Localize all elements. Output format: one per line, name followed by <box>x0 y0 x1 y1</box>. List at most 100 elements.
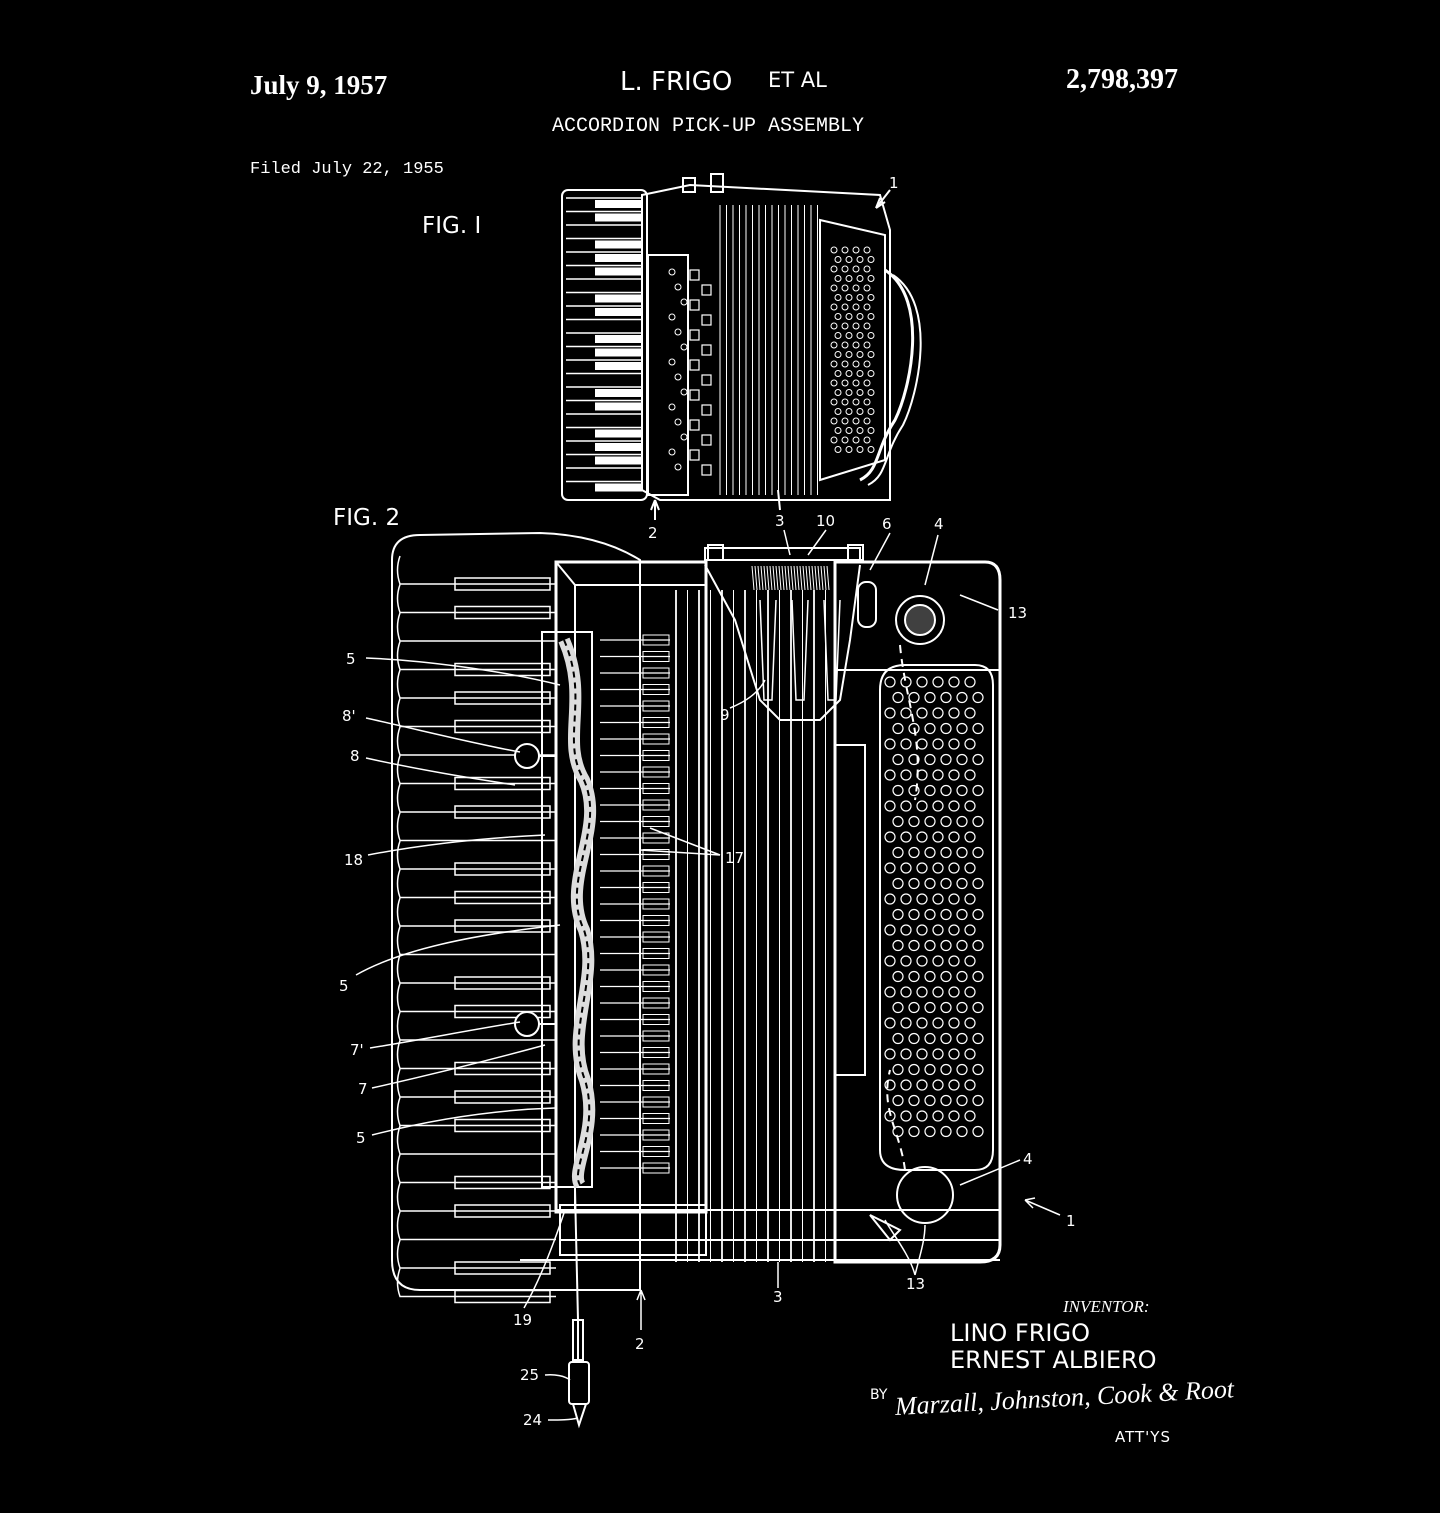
fig1-bass-button <box>856 256 864 263</box>
fig2-bass-button <box>948 955 960 967</box>
fig2-bass-button <box>900 1048 912 1060</box>
fig1-black-key <box>595 240 643 249</box>
fig2-lever-pad <box>642 816 670 827</box>
fig2-bass-button <box>932 831 944 843</box>
fig2-coil-winding <box>823 565 827 591</box>
fig2-bass-button <box>956 722 968 735</box>
fig2-lever-pad <box>642 1162 670 1174</box>
fig2-bass-button <box>892 1032 904 1045</box>
fig2-bass-button <box>924 970 936 983</box>
fig2-bass-button <box>884 831 896 843</box>
fig2-bass-button <box>964 676 976 688</box>
fig2-bass-button <box>924 846 936 859</box>
fig2-coil-winding <box>772 565 776 591</box>
fig1-black-key <box>595 254 643 262</box>
ref-label: 5 <box>339 977 349 995</box>
fig2-bass-button <box>972 877 984 890</box>
fig2-white-key <box>396 555 556 585</box>
fig1-register-button <box>701 284 712 296</box>
fig2-bass-button <box>932 1079 944 1091</box>
fig2-bass-button <box>892 939 904 952</box>
fig2-black-key <box>454 691 551 705</box>
fig1-register-button <box>701 464 712 476</box>
fig1-bass-button <box>841 436 849 444</box>
fig1-bass-button <box>863 284 871 292</box>
fig2-lever-pad <box>642 783 670 794</box>
fig1-bass-button <box>856 313 864 320</box>
fig2-white-key <box>396 1011 556 1041</box>
fig2-bass-button <box>972 1094 984 1107</box>
fig1-bass-button <box>852 303 860 311</box>
fig2-white-key <box>396 669 556 699</box>
fig2-bass-button <box>972 970 984 983</box>
fig2-bass-button <box>916 1110 928 1122</box>
ref-label: 2 <box>648 524 658 542</box>
fig2-coil-winding <box>775 565 779 591</box>
fig2-bass-button <box>884 862 896 874</box>
fig2-bass-button <box>964 769 976 781</box>
fig2-coil-winding <box>817 565 821 591</box>
fig1-bass-button <box>867 427 875 434</box>
fig1-black-key <box>595 200 643 208</box>
fig2-lever-pad <box>642 667 670 679</box>
fig1-bass-button <box>841 360 849 368</box>
fig2-black-key <box>454 719 551 734</box>
fig1-black-key <box>595 294 643 303</box>
fig2-white-key <box>396 755 556 785</box>
ref-label: 1 <box>1066 1212 1076 1230</box>
fig2-bellows <box>675 590 826 1262</box>
fig2-coil-winding <box>802 565 806 591</box>
fig2-white-key <box>396 983 556 1013</box>
fig1-bass-button <box>867 294 875 301</box>
fig1-register-dot <box>680 433 688 441</box>
fig2-coil-winding <box>820 565 824 591</box>
fig2-bass-button <box>972 908 984 921</box>
fig2-bass-button <box>908 908 920 921</box>
fig2-bass-button <box>916 986 928 998</box>
fig2-bass-button <box>924 1063 936 1076</box>
fig1-accordion-drawing <box>561 173 922 520</box>
fig2-bass-button <box>884 676 896 688</box>
fig2-bass-button <box>916 1048 928 1060</box>
fig2-bass-button <box>932 1017 944 1029</box>
fig2-bass-button <box>884 1048 896 1060</box>
fig2-bass-button <box>916 738 928 750</box>
fig2-bass-button <box>924 815 936 828</box>
fig2-bass-button <box>964 738 976 750</box>
ref-label: 3 <box>775 512 785 530</box>
fig1-bass-button <box>845 313 853 320</box>
fig1-register-button <box>689 269 700 281</box>
fig1-register-button <box>689 299 700 311</box>
fig2-bass-button <box>908 846 920 859</box>
fig2-bass-button <box>964 986 976 998</box>
fig2-bass-button <box>972 846 984 859</box>
fig2-bass-button <box>908 784 920 797</box>
fig2-lever-pad <box>642 750 670 761</box>
fig1-bass-button <box>852 417 860 425</box>
fig2-lever-pad <box>642 1129 670 1141</box>
fig2-white-key <box>396 698 556 728</box>
fig2-black-key <box>454 1090 551 1104</box>
fig2-lever-pad <box>642 964 670 976</box>
fig2-bass-button <box>900 924 912 936</box>
fig2-coil-winding <box>796 565 800 591</box>
fig1-bass-button <box>863 436 871 444</box>
fig2-bass-button <box>908 815 920 828</box>
fig2-bass-button <box>892 877 904 890</box>
fig2-bass-button <box>948 1110 960 1122</box>
ref-label: 7 <box>358 1080 368 1098</box>
fig2-bass-button <box>948 986 960 998</box>
fig1-black-key <box>595 456 643 465</box>
fig1-black-key <box>595 389 643 397</box>
fig1-bass-button <box>856 408 864 415</box>
fig2-bass-button <box>900 1079 912 1091</box>
fig1-bass-button <box>856 294 864 301</box>
fig1-bass-button <box>830 341 838 349</box>
fig1-bass-button <box>834 370 842 377</box>
fig2-lever-pad <box>642 882 670 893</box>
fig2-lever-pad <box>642 1030 670 1042</box>
fig2-lever-pad <box>642 849 670 860</box>
fig2-bass-button <box>884 1017 896 1029</box>
fig2-bass-button <box>964 1110 976 1122</box>
fig2-pickup-coil <box>791 599 809 701</box>
